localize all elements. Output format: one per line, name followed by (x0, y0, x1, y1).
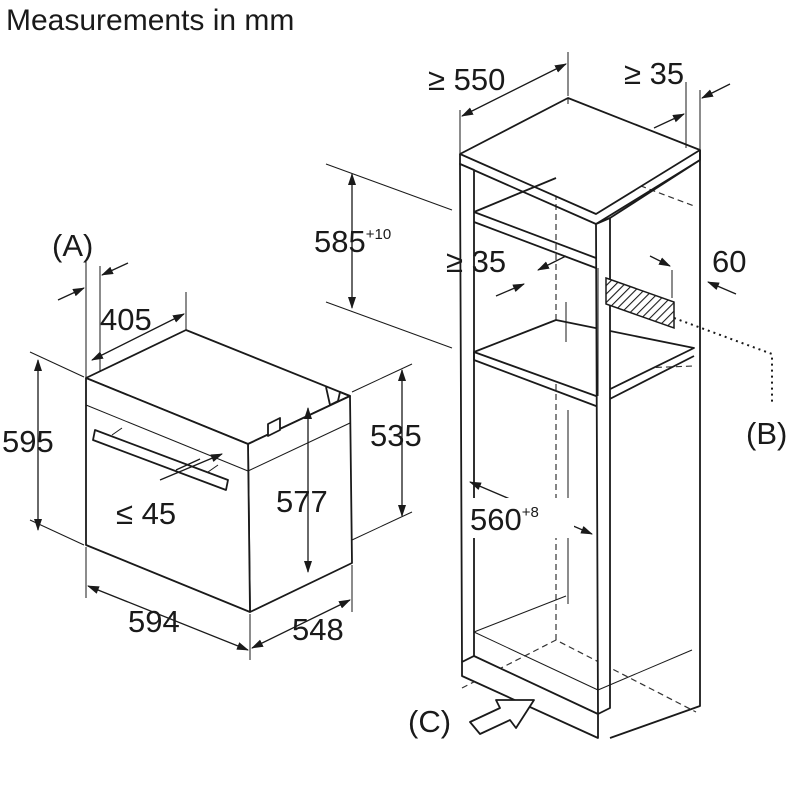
page-title: Measurements in mm (6, 4, 294, 37)
dim-niche-height: 585+10 (314, 163, 453, 349)
dim-label-405: 405 (100, 302, 152, 337)
label-c: (C) (408, 704, 451, 739)
dim-label-cabinet-depth: ≥ 550 (428, 62, 505, 97)
dim-label-595: 595 (2, 424, 54, 459)
dim-label-handle-gap: ≤ 45 (116, 496, 176, 531)
dim-label-niche-height: 585+10 (314, 224, 391, 259)
dim-label-vent-size: 60 (712, 244, 746, 279)
label-b: (B) (746, 416, 787, 451)
dim-oven-depth: 548 (251, 565, 353, 649)
label-c-group: (C) (408, 699, 535, 739)
dim-label-594: 594 (128, 604, 180, 639)
dim-oven-front-height: 577 (276, 407, 328, 573)
dim-oven-height: 595 (2, 351, 85, 546)
dim-oven-width: 594 (85, 547, 251, 660)
oven-front (85, 377, 251, 613)
dim-label-535: 535 (370, 418, 422, 453)
label-a: (A) (52, 228, 93, 263)
vent-cutout (605, 276, 675, 330)
dim-vent-size: 60 (649, 244, 746, 298)
cabinet-drawing (459, 97, 701, 739)
dim-label-577: 577 (276, 484, 328, 519)
dim-label-rear-gap: ≥ 35 (624, 56, 684, 91)
dim-vent-gap: ≥ 35 (446, 244, 567, 297)
dim-cabinet-depth: ≥ 550 (428, 52, 569, 154)
oven-handle (92, 429, 229, 491)
dim-label-vent-gap: ≥ 35 (446, 244, 506, 279)
label-b-group: (B) (673, 317, 787, 451)
air-intake-arrow-icon (469, 699, 535, 735)
cabinet-top (459, 97, 701, 215)
dim-niche-width: 560+8 (469, 481, 593, 538)
dim-oven-side-height: 535 (351, 363, 422, 541)
dim-handle-gap: ≤ 45 (116, 453, 223, 531)
cabinet-plinth (461, 655, 599, 739)
niche-top-shelf (473, 319, 695, 397)
oven-drawing (85, 329, 353, 613)
dim-label-548: 548 (292, 612, 344, 647)
cabinet-right-post (595, 217, 611, 715)
cabinet-left-panel (459, 163, 475, 663)
dim-oven-depth-top: 405 (57, 262, 187, 378)
dim-rear-gap: ≥ 35 (624, 56, 731, 150)
dim-label-niche-width: 560+8 (470, 502, 539, 537)
